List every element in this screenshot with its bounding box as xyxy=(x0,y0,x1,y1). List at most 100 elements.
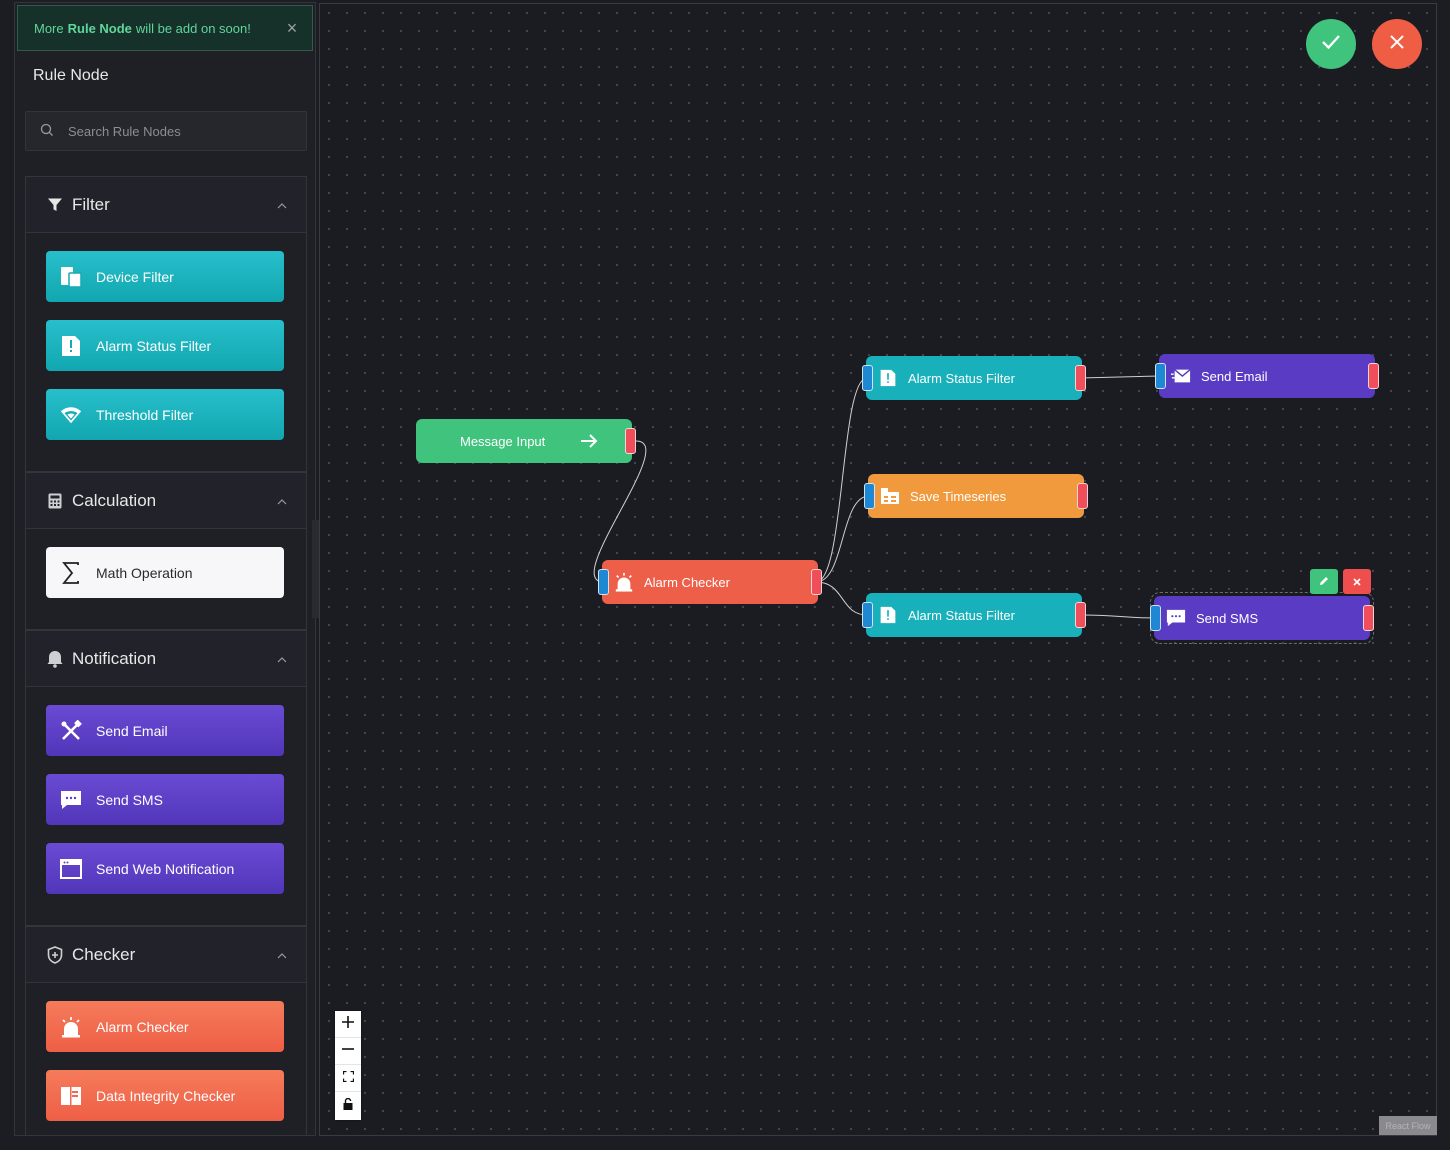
sidebar-title: Rule Node xyxy=(33,67,109,84)
palette-math-operation[interactable]: Math Operation xyxy=(46,547,284,598)
flow-node-save-timeseries[interactable]: Save Timeseries xyxy=(864,474,1088,518)
flow-controls xyxy=(335,1011,361,1120)
lock-icon xyxy=(343,1097,353,1115)
pencil-icon xyxy=(1319,573,1329,591)
flow-node-label: Alarm Status Filter xyxy=(908,370,1015,386)
palette-label: Data Integrity Checker xyxy=(96,1087,236,1104)
flow-node-label: Alarm Checker xyxy=(644,574,730,590)
chevron-up-icon[interactable] xyxy=(276,199,288,211)
cancel-flow-button[interactable] xyxy=(1372,19,1422,69)
tools-icon xyxy=(60,719,82,742)
edit-node-button[interactable] xyxy=(1310,569,1338,594)
checker-section-header[interactable]: Checker xyxy=(26,927,306,983)
filter-section-label: Filter xyxy=(72,194,110,214)
palette-device-filter[interactable]: Device Filter xyxy=(46,251,284,302)
save-flow-button[interactable] xyxy=(1306,19,1356,69)
fit-view-button[interactable] xyxy=(335,1065,361,1092)
flow-node-alarm-status-filter-1[interactable]: Alarm Status Filter xyxy=(862,356,1086,400)
delete-node-button[interactable] xyxy=(1343,569,1371,594)
alert-note-icon xyxy=(878,605,898,625)
palette-label: Send SMS xyxy=(96,791,163,808)
palette-label: Math Operation xyxy=(96,564,193,581)
palette-label: Alarm Checker xyxy=(96,1018,189,1035)
chevron-up-icon[interactable] xyxy=(276,949,288,961)
devices-icon xyxy=(60,266,82,288)
calculation-section: Calculation Math Operation xyxy=(25,472,307,630)
palette-send-email[interactable]: Send Email xyxy=(46,705,284,756)
zoom-in-button[interactable] xyxy=(335,1011,361,1038)
filter-section: Filter Device Filter Alarm Status Filter… xyxy=(25,176,307,472)
flow-node-send-sms[interactable]: Send SMS xyxy=(1150,592,1374,644)
filter-section-header[interactable]: Filter xyxy=(26,177,306,233)
flow-node-label: Send SMS xyxy=(1196,610,1259,626)
search-icon xyxy=(40,123,56,139)
input-handle[interactable] xyxy=(1150,605,1161,631)
book-icon xyxy=(60,1085,82,1107)
output-handle[interactable] xyxy=(1075,602,1086,628)
flow-node-alarm-status-filter-2[interactable]: Alarm Status Filter xyxy=(862,593,1086,637)
browser-window-icon xyxy=(60,858,82,880)
palette-send-sms[interactable]: Send SMS xyxy=(46,774,284,825)
flow-node-label: Send Email xyxy=(1201,368,1268,384)
checker-section: Checker Alarm Checker Data Integrity Che… xyxy=(25,926,307,1135)
zoom-out-button[interactable] xyxy=(335,1038,361,1065)
palette-label: Send Email xyxy=(96,722,168,739)
info-toast: More Rule Node will be add on soon! × xyxy=(17,5,313,51)
notification-section-header[interactable]: Notification xyxy=(26,631,306,687)
flow-node-message-input[interactable]: Message Input xyxy=(416,419,636,463)
chevron-up-icon[interactable] xyxy=(276,495,288,507)
output-handle[interactable] xyxy=(1075,365,1086,391)
output-handle[interactable] xyxy=(1363,605,1374,631)
input-handle[interactable] xyxy=(864,483,875,509)
shield-plus-icon xyxy=(46,945,64,964)
palette-label: Send Web Notification xyxy=(96,860,235,877)
calculator-icon xyxy=(46,492,64,510)
output-handle[interactable] xyxy=(625,428,636,454)
output-handle[interactable] xyxy=(1368,363,1379,389)
mail-send-icon xyxy=(1171,366,1191,386)
flow-canvas[interactable] xyxy=(319,3,1437,1136)
output-handle[interactable] xyxy=(811,569,822,595)
palette-alarm-status-filter[interactable]: Alarm Status Filter xyxy=(46,320,284,371)
input-handle[interactable] xyxy=(598,569,609,595)
calculation-section-label: Calculation xyxy=(72,490,157,510)
palette-label: Alarm Status Filter xyxy=(96,337,212,354)
toast-highlight: Rule Node xyxy=(67,20,132,36)
chat-icon xyxy=(60,789,82,811)
toast-suffix: will be add on soon! xyxy=(135,20,251,36)
arrow-right-icon xyxy=(579,431,599,451)
minus-icon xyxy=(342,1042,354,1060)
palette-data-integrity-checker[interactable]: Data Integrity Checker xyxy=(46,1070,284,1121)
input-handle[interactable] xyxy=(862,602,873,628)
flow-node-alarm-checker[interactable]: Alarm Checker xyxy=(598,560,822,604)
palette-threshold-filter[interactable]: Threshold Filter xyxy=(46,389,284,440)
palette-label: Device Filter xyxy=(96,268,174,285)
chevron-up-icon[interactable] xyxy=(276,653,288,665)
input-handle[interactable] xyxy=(862,365,873,391)
palette-send-web-notification[interactable]: Send Web Notification xyxy=(46,843,284,894)
fit-view-icon xyxy=(342,1069,354,1087)
alert-note-icon xyxy=(60,335,82,357)
notification-section-label: Notification xyxy=(72,648,157,668)
plus-icon xyxy=(342,1015,354,1033)
close-icon xyxy=(1390,34,1404,54)
check-icon xyxy=(1321,34,1341,55)
palette-alarm-checker[interactable]: Alarm Checker xyxy=(46,1001,284,1052)
input-handle[interactable] xyxy=(1155,363,1166,389)
flow-node-label: Message Input xyxy=(460,433,546,449)
calculation-section-header[interactable]: Calculation xyxy=(26,473,306,529)
output-handle[interactable] xyxy=(1077,483,1088,509)
search-input[interactable] xyxy=(68,123,268,139)
flow-node-label: Alarm Status Filter xyxy=(908,607,1015,623)
search-box[interactable] xyxy=(25,111,307,151)
attribution-label[interactable]: React Flow xyxy=(1379,1116,1437,1135)
checker-section-label: Checker xyxy=(72,944,136,964)
sigma-icon xyxy=(60,561,82,584)
chat-icon xyxy=(1166,608,1186,628)
alert-note-icon xyxy=(878,368,898,388)
flow-node-send-email[interactable]: Send Email xyxy=(1155,354,1379,398)
close-icon xyxy=(1353,573,1361,591)
toast-close-icon[interactable]: × xyxy=(286,18,298,38)
toast-prefix: More xyxy=(34,20,64,36)
lock-button[interactable] xyxy=(335,1092,361,1119)
